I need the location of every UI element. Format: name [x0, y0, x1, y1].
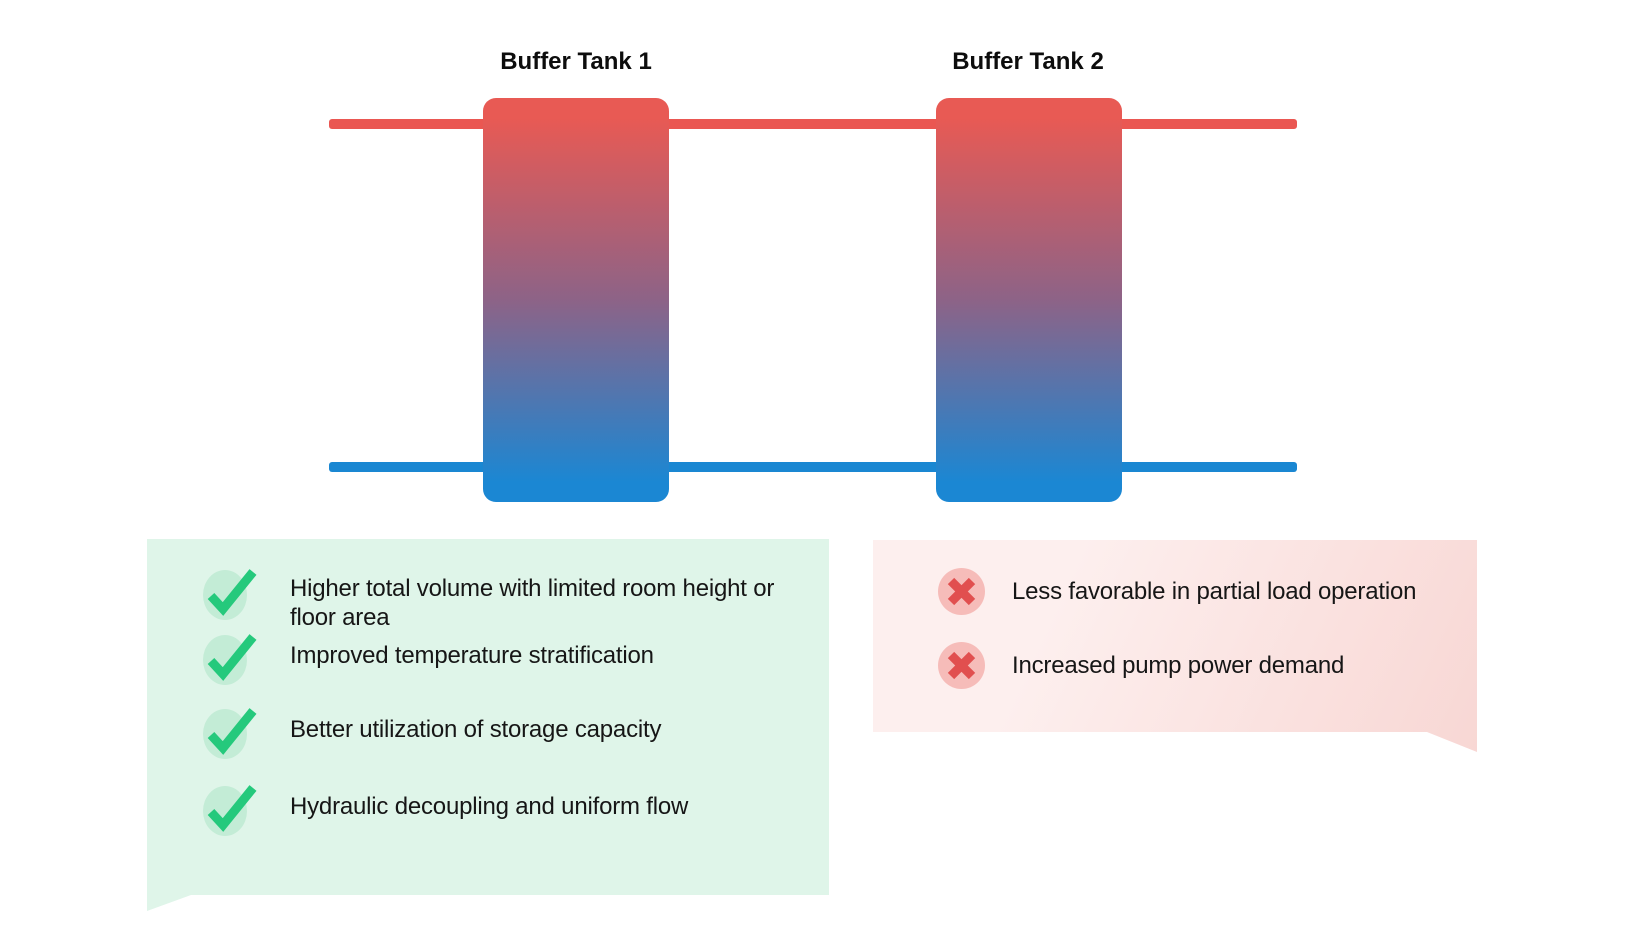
x-icon [938, 568, 985, 615]
advantage-item: Improved temperature stratification [203, 631, 805, 685]
advantage-text: Better utilization of storage capacity [290, 716, 662, 743]
disadvantage-text: Increased pump power demand [1012, 652, 1345, 679]
hot-supply-pipe [329, 119, 1297, 129]
buffer-tank-2 [936, 98, 1122, 502]
check-icon [203, 566, 257, 620]
buffer-tank-1 [483, 98, 669, 502]
advantage-item: Higher total volume with limited room he… [203, 566, 805, 632]
advantage-text: Higher total volume with limited room he… [290, 575, 775, 631]
tank1-label: Buffer Tank 1 [500, 48, 652, 75]
tank2-label: Buffer Tank 2 [952, 48, 1104, 75]
disadvantage-item: Less favorable in partial load operation [938, 568, 1457, 615]
advantage-text: Improved temperature stratification [290, 642, 654, 669]
disadvantages-callout: Less favorable in partial load operation… [873, 540, 1477, 752]
disadvantage-item: Increased pump power demand [938, 642, 1457, 689]
advantage-text: Hydraulic decoupling and uniform flow [290, 793, 689, 820]
check-icon [203, 705, 257, 759]
disadvantage-text: Less favorable in partial load operation [1012, 578, 1417, 605]
x-icon [938, 642, 985, 689]
cold-return-pipe [329, 462, 1297, 472]
advantage-item: Better utilization of storage capacity [203, 705, 805, 759]
advantages-callout: Higher total volume with limited room he… [147, 539, 829, 911]
check-icon [203, 782, 257, 836]
advantage-item: Hydraulic decoupling and uniform flow [203, 782, 805, 836]
check-icon [203, 631, 257, 685]
